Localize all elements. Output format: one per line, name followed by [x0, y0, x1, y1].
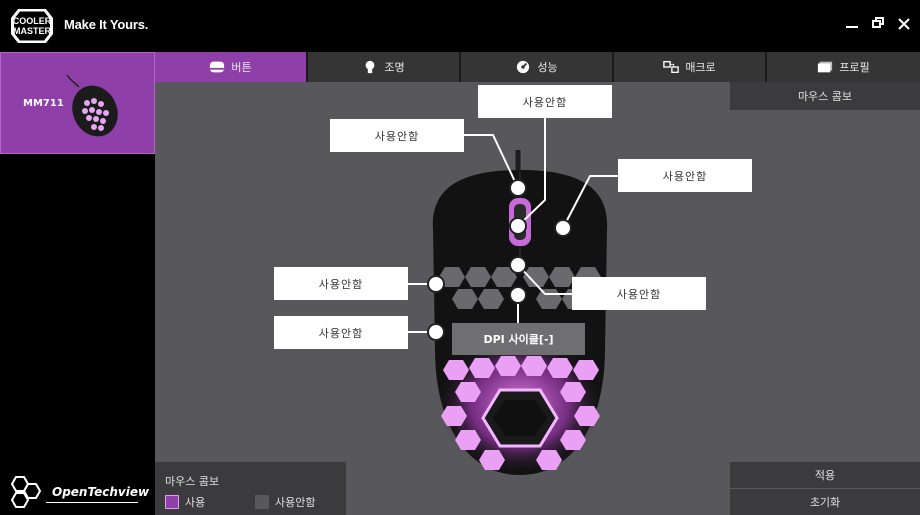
bulb-icon: [366, 60, 375, 74]
tab-label: 프로필: [839, 61, 870, 74]
hotspot-side-back[interactable]: [427, 323, 445, 341]
hotspot-right-button[interactable]: [554, 219, 572, 237]
tab-performance[interactable]: 성능: [461, 52, 614, 82]
legend-unused: 사용안함: [255, 494, 315, 510]
legend-used-swatch: [165, 495, 179, 509]
tab-macro[interactable]: 매크로: [614, 52, 767, 82]
hotspot-side-forward[interactable]: [427, 275, 445, 293]
svg-text:COOLER: COOLER: [13, 16, 52, 26]
legend-unused-swatch: [255, 495, 269, 509]
speedometer-icon: [517, 60, 530, 74]
hexagon-logo-icon: [10, 476, 42, 508]
hotspot-dpi-down[interactable]: [509, 286, 527, 304]
tab-lighting[interactable]: 조명: [308, 52, 461, 82]
brand-text: OpenTechview: [52, 485, 150, 499]
assignment-label-left-lower[interactable]: 사용안함: [274, 316, 408, 349]
assignment-label-right-upper[interactable]: 사용안함: [618, 159, 752, 192]
tab-label: 매크로: [685, 61, 716, 74]
assignment-label-top-left[interactable]: 사용안함: [330, 119, 464, 152]
minimize-icon[interactable]: [846, 16, 858, 30]
svg-text:MASTER: MASTER: [13, 26, 52, 36]
cooler-master-logo: COOLER MASTER: [11, 9, 53, 43]
hotspot-dpi-up[interactable]: [509, 256, 527, 274]
mouse-illustration: [432, 150, 608, 475]
tab-bar: 버튼 조명 성능 매크로 프로필: [155, 52, 920, 82]
reset-button[interactable]: 초기화: [730, 489, 920, 515]
profile-icon: [818, 61, 833, 73]
legend-unused-label: 사용안함: [275, 496, 316, 509]
legend-used-label: 사용: [185, 496, 206, 509]
device-name: MM711: [23, 98, 64, 109]
mouse-combo-button[interactable]: 마우스 콤보: [730, 82, 920, 110]
assignment-label-dpi-cycle[interactable]: DPI 사이클[-]: [452, 323, 585, 355]
assignment-label-top-center[interactable]: 사용안함: [478, 85, 612, 118]
close-icon[interactable]: [898, 16, 910, 30]
opentechview-watermark: OpenTechview: [6, 475, 150, 509]
assignment-label-left-middle[interactable]: 사용안함: [274, 267, 408, 300]
app-tagline: Make It Yours.: [64, 17, 149, 32]
tab-label: 성능: [537, 61, 558, 74]
restore-icon[interactable]: [872, 16, 884, 30]
assignment-label-right-middle[interactable]: 사용안함: [572, 277, 706, 310]
tab-profile[interactable]: 프로필: [767, 52, 920, 82]
apply-button[interactable]: 적용: [730, 462, 920, 488]
tab-label: 버튼: [231, 61, 252, 74]
tab-label: 조명: [384, 61, 405, 74]
mouse-thumbnail: [66, 74, 118, 137]
macro-icon: [663, 60, 680, 73]
hotspot-wheel-click[interactable]: [509, 217, 527, 235]
legend-used: 사용: [165, 494, 205, 510]
hotspot-wheel-up[interactable]: [509, 179, 527, 197]
combo-legend: 마우스 콤보 사용 사용안함: [155, 462, 346, 515]
tab-buttons[interactable]: 버튼: [155, 52, 308, 82]
mouse-icon: [210, 61, 225, 73]
legend-title: 마우스 콤보: [165, 475, 220, 488]
title-bar: COOLER MASTER Make It Yours.: [0, 0, 920, 52]
device-list-panel: [0, 154, 155, 515]
device-card[interactable]: MM711: [0, 52, 155, 154]
